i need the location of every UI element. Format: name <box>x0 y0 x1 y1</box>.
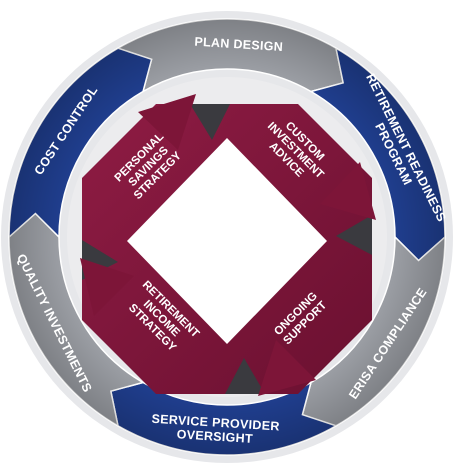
arrow-head-left <box>80 258 134 316</box>
arrow-head-right <box>320 162 376 220</box>
fold-accent-top <box>190 104 230 140</box>
ring-label-plan-design: PLAN DESIGN <box>194 35 283 54</box>
arrow-head-bottom <box>258 340 316 396</box>
ring-label-line: OVERSIGHT <box>176 427 253 446</box>
fold-accent-right <box>336 215 372 255</box>
center-diamond <box>127 138 327 344</box>
arrow-head-top <box>138 94 196 150</box>
ring-label-service-provider: SERVICE PROVIDEROVERSIGHT <box>150 412 280 448</box>
fold-accent-bottom <box>225 358 265 394</box>
ring-label-line: PLAN DESIGN <box>194 35 283 54</box>
inner-cycle <box>80 94 376 396</box>
